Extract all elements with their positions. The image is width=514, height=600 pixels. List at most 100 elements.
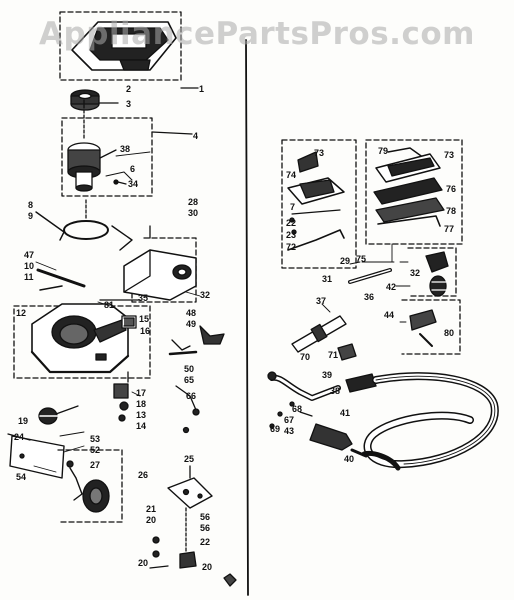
part-71-tool (337, 343, 357, 361)
callout-54: 54 (16, 472, 26, 482)
part-1-top-cover (59, 11, 199, 89)
callout-29: 29 (340, 256, 350, 266)
callout-32a: 32 (200, 290, 210, 300)
callout-67: 67 (284, 415, 294, 425)
callout-20a: 20 (146, 515, 156, 525)
callout-50: 50 (184, 364, 194, 374)
callout-40: 40 (344, 454, 354, 464)
callout-19: 19 (18, 416, 28, 426)
part-75-brush-nozzle-kit (365, 139, 463, 245)
callout-42: 42 (386, 282, 396, 292)
callout-39: 39 (322, 370, 332, 380)
callout-32b: 32 (410, 268, 420, 278)
callout-17: 17 (136, 388, 146, 398)
callout-15: 15 (139, 314, 149, 324)
callout-4: 4 (193, 131, 198, 141)
callout-41: 41 (340, 408, 350, 418)
right-leader-lines (321, 243, 411, 323)
callout-80: 80 (444, 328, 454, 338)
callout-47: 47 (24, 250, 34, 260)
part-44-upholstery-tool (401, 299, 461, 355)
part-38-hose-elbow (267, 371, 377, 401)
callout-3: 3 (126, 99, 131, 109)
callout-28: 28 (188, 197, 198, 207)
part-24-plate (7, 433, 65, 479)
callout-25: 25 (184, 454, 194, 464)
part-47-rod (36, 268, 86, 291)
callout-66: 66 (186, 391, 196, 401)
part-40-swivel (350, 448, 401, 471)
callout-9: 9 (28, 211, 33, 221)
callout-81: 81 (104, 300, 114, 310)
callout-69: 69 (270, 424, 280, 434)
callout-labels: 1 2 3 4 38 6 34 8 9 28 30 47 10 11 35 32… (14, 84, 456, 572)
callout-72: 72 (286, 242, 296, 252)
callout-76: 76 (446, 184, 456, 194)
part-19-spring (38, 405, 79, 425)
part-43-hose-coupling (269, 401, 353, 451)
callout-38a: 38 (120, 144, 130, 154)
part-48-handle-clip (168, 325, 225, 356)
part-12-canister-body (13, 303, 151, 379)
callout-68: 68 (292, 404, 302, 414)
callout-27: 27 (90, 460, 100, 470)
part-17-valve (113, 371, 129, 422)
callout-73a: 73 (314, 148, 324, 158)
callout-79: 79 (378, 146, 388, 156)
callout-44: 44 (384, 310, 394, 320)
part-3-fan (70, 89, 119, 111)
callout-48: 48 (186, 308, 196, 318)
callout-16: 16 (140, 326, 150, 336)
callout-34: 34 (128, 179, 138, 189)
callout-73b: 73 (444, 150, 454, 160)
part-9-gasket (35, 199, 133, 251)
callout-20b: 20 (138, 558, 148, 568)
callout-70: 70 (300, 352, 310, 362)
callout-20c: 20 (202, 562, 212, 572)
callout-12: 12 (16, 308, 26, 318)
part-37-wand-tube (291, 315, 347, 353)
part-31-floor-nozzle-kit (281, 139, 357, 269)
callout-11: 11 (24, 272, 34, 282)
callout-31: 31 (322, 274, 332, 284)
callout-37: 37 (316, 296, 326, 306)
callout-74: 74 (286, 170, 296, 180)
part-15-latch (99, 299, 141, 329)
callout-36: 36 (364, 292, 374, 302)
callout-56: 56 (200, 512, 210, 522)
callout-53: 53 (90, 434, 100, 444)
callout-22: 22 (200, 537, 210, 547)
callout-75: 75 (356, 254, 366, 264)
part-25-caster-plate (149, 465, 213, 569)
callout-23: 23 (286, 230, 296, 240)
part-4-motor-assembly (61, 99, 193, 197)
callout-43: 43 (284, 426, 294, 436)
callout-7: 7 (290, 202, 295, 212)
callout-21: 21 (146, 504, 156, 514)
part-42-dusting-brush (407, 247, 457, 297)
callout-8: 8 (28, 200, 33, 210)
callout-26: 26 (138, 470, 148, 480)
callout-1: 1 (199, 84, 204, 94)
part-36-crevice-tool (348, 268, 392, 284)
callout-18: 18 (136, 399, 146, 409)
column-divider (245, 39, 249, 596)
callout-13: 13 (136, 410, 146, 420)
callout-35: 35 (138, 293, 148, 303)
callout-24: 24 (14, 432, 24, 442)
part-41-hose (363, 372, 499, 469)
callout-14: 14 (136, 421, 146, 431)
callout-22r: 22 (286, 218, 296, 228)
callout-65: 65 (184, 375, 194, 385)
part-66-bracket (175, 385, 200, 434)
callout-10: 10 (24, 261, 34, 271)
callout-52: 52 (90, 445, 100, 455)
callout-6: 6 (130, 164, 135, 174)
footer-mark (223, 573, 237, 587)
part-28-filter-housing (123, 225, 197, 303)
callout-2: 2 (126, 84, 131, 94)
callout-71: 71 (328, 350, 338, 360)
callout-49: 49 (186, 319, 196, 329)
